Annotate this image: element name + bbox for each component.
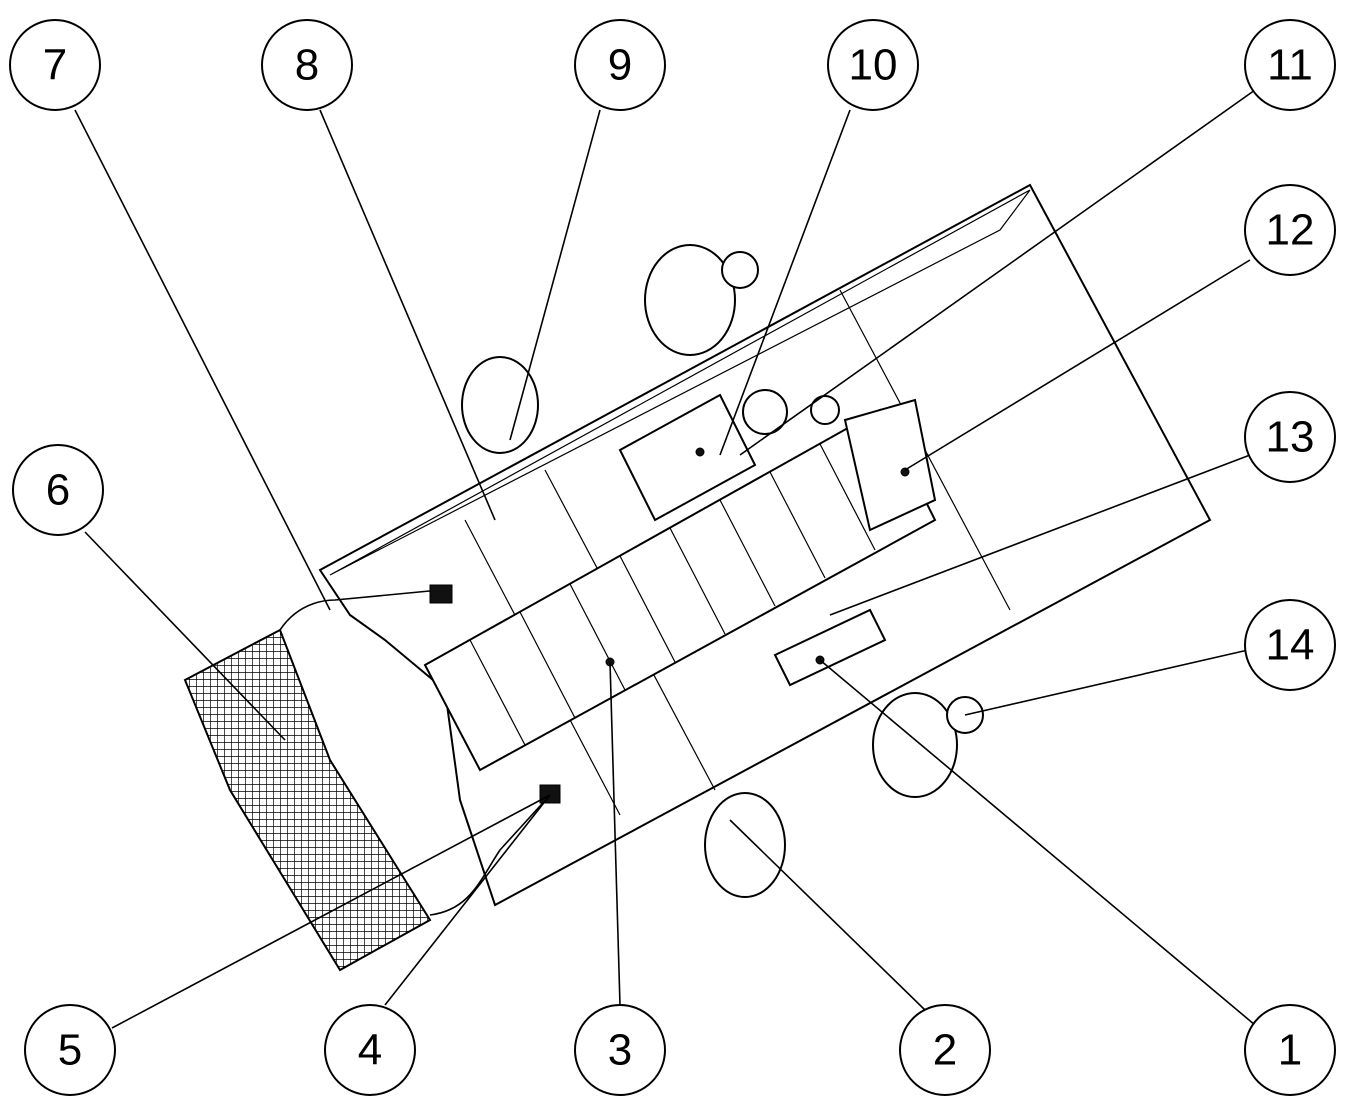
callout-label: 3 xyxy=(608,1026,632,1075)
callout-label: 13 xyxy=(1266,413,1315,462)
callout-label: 2 xyxy=(933,1026,957,1075)
callout-label: 8 xyxy=(295,41,319,90)
callout-label: 4 xyxy=(358,1026,382,1075)
callout-4: 4 xyxy=(325,1005,415,1095)
callout-12: 12 xyxy=(1245,185,1335,275)
callout-11: 11 xyxy=(1245,20,1335,110)
callout-label: 9 xyxy=(608,41,632,90)
callout-label: 11 xyxy=(1267,41,1313,90)
connector-top xyxy=(430,585,452,603)
mount-point xyxy=(696,448,704,456)
callout-7: 7 xyxy=(10,20,100,110)
callout-13: 13 xyxy=(1245,392,1335,482)
collection-net xyxy=(185,630,430,970)
callout-2: 2 xyxy=(900,1005,990,1095)
propeller-10 xyxy=(645,245,735,355)
callout-label: 14 xyxy=(1266,621,1315,670)
gear xyxy=(811,396,839,424)
callout-8: 8 xyxy=(262,20,352,110)
machine-drawing xyxy=(185,185,1210,970)
propeller-1 xyxy=(873,693,957,797)
propeller-hub xyxy=(722,252,758,288)
motor xyxy=(743,390,787,434)
callout-3: 3 xyxy=(575,1005,665,1095)
callout-label: 5 xyxy=(58,1026,82,1075)
propeller-2 xyxy=(705,793,785,897)
connector-4 xyxy=(540,785,560,803)
callout-label: 10 xyxy=(849,41,898,90)
propeller-9 xyxy=(462,357,538,453)
callout-label: 1 xyxy=(1278,1026,1302,1075)
callout-5: 5 xyxy=(25,1005,115,1095)
callout-6: 6 xyxy=(13,445,103,535)
callout-14: 14 xyxy=(1245,600,1335,690)
callout-label: 6 xyxy=(46,466,70,515)
callout-1: 1 xyxy=(1245,1005,1335,1095)
callout-label: 12 xyxy=(1266,206,1315,255)
callout-label: 7 xyxy=(43,41,67,90)
callout-9: 9 xyxy=(575,20,665,110)
callout-10: 10 xyxy=(828,20,918,110)
